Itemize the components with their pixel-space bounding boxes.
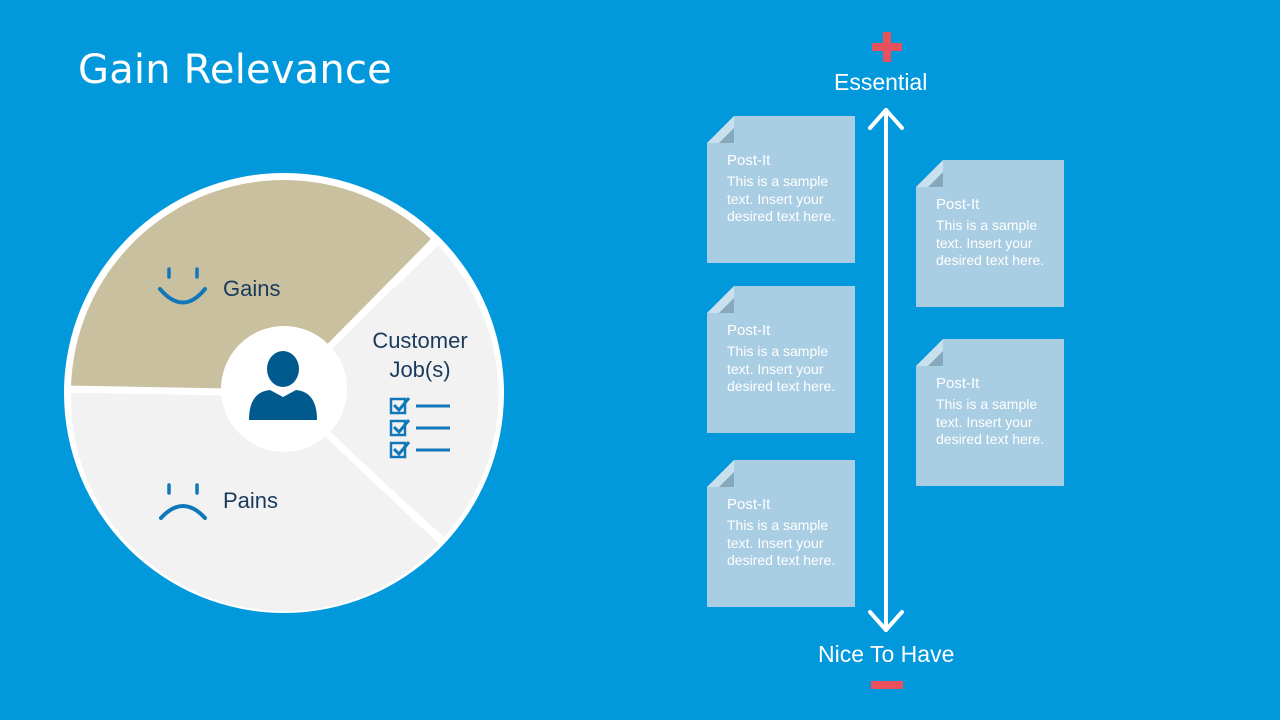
pains-label: Pains [223, 488, 279, 513]
frown-icon [159, 483, 207, 520]
smile-icon [158, 267, 207, 305]
postit-text: This is a sample text. Insert your desir… [727, 173, 836, 224]
postit-note[interactable]: Post-It This is a sample text. Insert yo… [707, 116, 855, 263]
user-icon [249, 351, 317, 420]
postit-text: This is a sample text. Insert your desir… [936, 396, 1045, 447]
postit-note[interactable]: Post-It This is a sample text. Insert yo… [916, 160, 1064, 307]
customer-jobs-segment[interactable] [284, 246, 499, 537]
checklist-icon [389, 397, 450, 459]
postit-note[interactable]: Post-It This is a sample text. Insert yo… [916, 339, 1064, 486]
essential-label: Essential [834, 69, 928, 95]
postit-text: This is a sample text. Insert your desir… [727, 517, 836, 568]
page-title: Gain Relevance [78, 47, 392, 93]
center-circle [221, 326, 347, 452]
postit-title: Post-It [936, 375, 980, 392]
postit-note[interactable]: Post-It This is a sample text. Insert yo… [707, 286, 855, 433]
pains-segment[interactable] [70, 393, 441, 612]
scale-arrow [868, 108, 904, 632]
plus-icon [872, 32, 902, 62]
postit-title: Post-It [727, 322, 771, 339]
customer-profile-circle [64, 173, 504, 613]
postit-title: Post-It [936, 196, 980, 213]
postit-title: Post-It [727, 496, 771, 513]
postit-text: This is a sample text. Insert your desir… [936, 217, 1045, 268]
postit-note[interactable]: Post-It This is a sample text. Insert yo… [707, 460, 855, 607]
postit-text: This is a sample text. Insert your desir… [727, 343, 836, 394]
gains-segment[interactable] [71, 180, 431, 393]
nice-to-have-label: Nice To Have [818, 641, 955, 667]
postit-title: Post-It [727, 152, 771, 169]
minus-icon [871, 681, 903, 689]
gains-label: Gains [223, 276, 281, 301]
